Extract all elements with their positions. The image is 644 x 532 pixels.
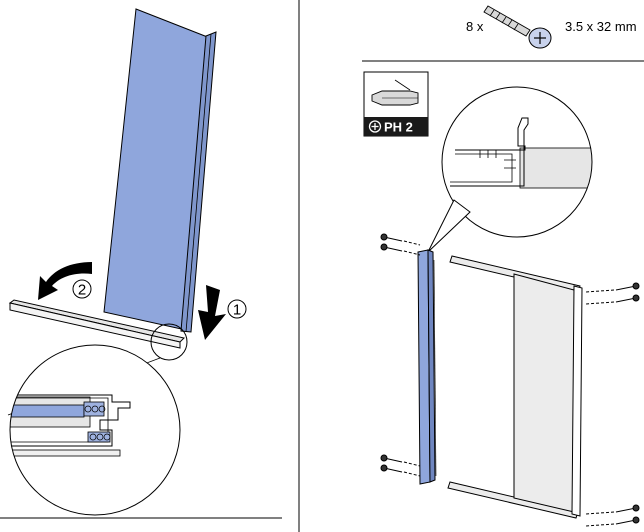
frame-screws — [380, 233, 640, 527]
right-panel: 8 x 3.5 x 32 mm — [362, 5, 644, 527]
magnified-joint-detail — [9, 344, 181, 516]
step-2-label: 2 — [78, 282, 86, 299]
tool-badge-bg — [364, 117, 428, 136]
frame-assembly — [417, 249, 583, 519]
screw-icon — [585, 282, 640, 305]
push-down-arrow-icon — [198, 285, 226, 340]
screw-icon — [585, 504, 640, 527]
left-panel: 2 1 — [0, 0, 300, 532]
tall-blue-panel — [103, 8, 217, 333]
rotate-arrow-icon — [38, 262, 92, 300]
phillips-head-icon — [368, 120, 382, 133]
screw-icon — [380, 233, 421, 256]
screw-size: 3.5 x 32 mm — [565, 19, 637, 34]
tool-box: PH 2 — [363, 71, 429, 137]
phillips-screwdriver-icon — [371, 79, 419, 106]
screw-icon — [483, 5, 552, 49]
step-1-label: 1 — [233, 302, 241, 319]
screw-quantity: 8 x — [466, 19, 484, 34]
step-2-circle — [72, 279, 92, 299]
bottom-rail — [8, 299, 185, 349]
joint-detail-marker — [150, 323, 188, 361]
tool-badge-label: PH 2 — [384, 120, 413, 135]
magnified-profile-detail — [427, 86, 593, 253]
step-1-circle — [227, 299, 247, 319]
screw-icon — [380, 454, 421, 477]
